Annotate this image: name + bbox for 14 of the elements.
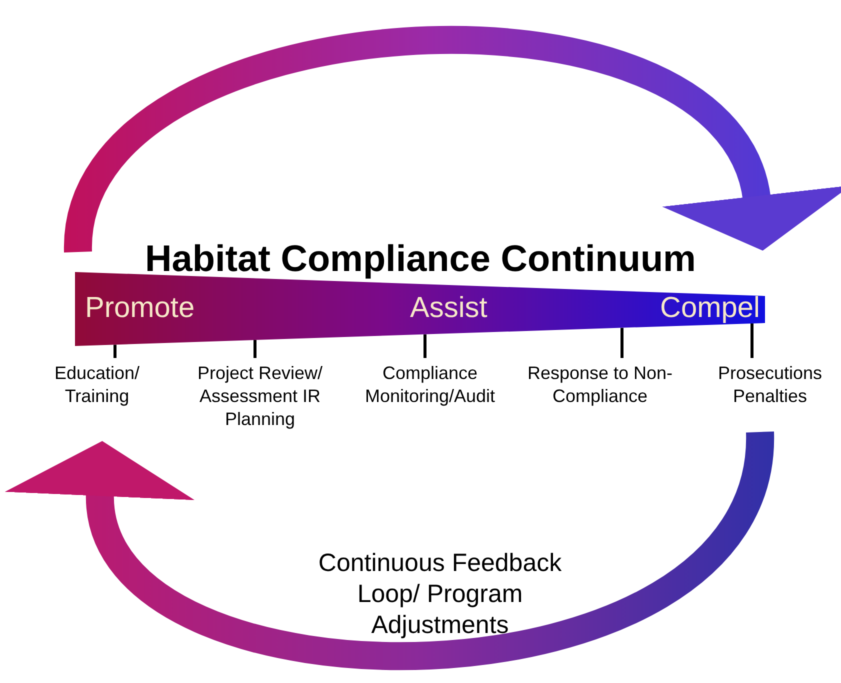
tick-line xyxy=(424,334,426,358)
tick-line xyxy=(114,344,116,358)
stage-label: Assist xyxy=(410,292,488,325)
tick-line xyxy=(254,340,256,358)
stage-label: Compel xyxy=(660,292,760,325)
stage-label: Promote xyxy=(85,292,195,325)
tick-line xyxy=(620,328,624,358)
activity-label: Prosecutions Penalties xyxy=(700,362,840,408)
title: Habitat Compliance Continuum xyxy=(144,238,697,280)
activity-label: Education/ Training xyxy=(32,362,162,408)
loop-arrow xyxy=(8,430,774,670)
loop-caption: Continuous Feedback Loop/ Program Adjustments xyxy=(317,548,563,641)
loop-arrow xyxy=(64,26,841,255)
tick-line xyxy=(750,323,754,358)
